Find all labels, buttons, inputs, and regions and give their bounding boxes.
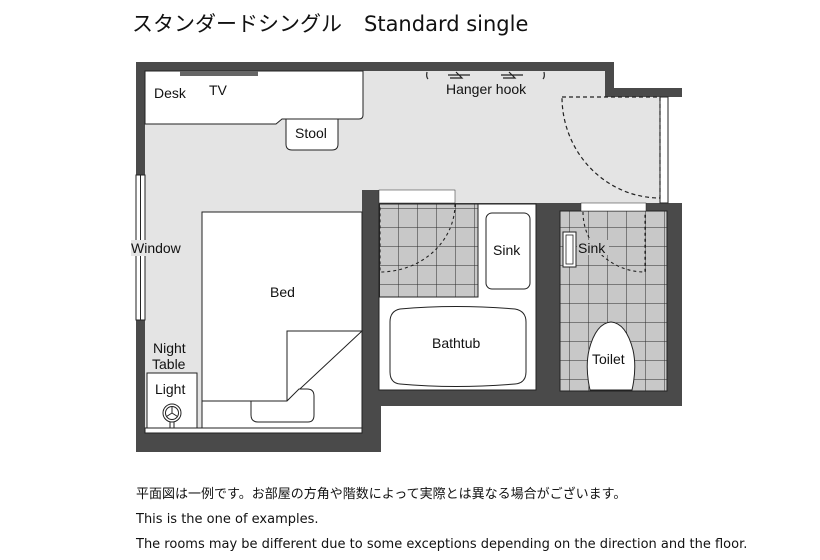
hanger-hook-label: Hanger hook: [446, 81, 527, 97]
bathtub-label: Bathtub: [432, 335, 480, 351]
night-table-label-2: Table: [152, 356, 186, 372]
entrance-door-frame: [659, 96, 669, 204]
toilet-label: Toilet: [592, 351, 625, 367]
hanger-hooks: [426, 71, 545, 80]
light-icon: [162, 403, 182, 428]
disclaimer-notes: 平面図は一例です。お部屋の方角や階数によって実際とは異なる場合がございます。 T…: [136, 482, 747, 557]
bed: [201, 211, 363, 432]
bathroom-tile: [378, 203, 479, 298]
night-table-label-1: Night: [153, 340, 186, 356]
tv: [180, 71, 258, 76]
floor-plan: Hanger hook Desk TV Stool Window Bed Nig…: [131, 62, 682, 452]
desk: [144, 70, 364, 125]
note-english-1: This is the one of examples.: [136, 512, 319, 527]
window-label: Window: [131, 240, 182, 256]
note-english-2: The rooms may be different due to some e…: [136, 537, 748, 552]
bathtub: [389, 306, 527, 387]
toilet-door-swing: [582, 211, 646, 273]
toilet-sink-label: Sink: [578, 240, 606, 256]
toilet-door-opening: [580, 202, 647, 212]
stool: [285, 118, 339, 151]
bathroom-door-swing: [379, 203, 456, 273]
bathroom-door-opening: [378, 189, 456, 204]
light-label: Light: [155, 381, 185, 397]
bed-fold: [286, 330, 364, 403]
toilet: [586, 321, 636, 391]
bed-label: Bed: [270, 284, 295, 300]
title-japanese: スタンダードシングル: [132, 12, 342, 36]
pillow: [250, 388, 315, 423]
note-japanese: 平面図は一例です。お部屋の方角や階数によって実際とは異なる場合がございます。: [136, 487, 627, 502]
stool-label: Stool: [295, 125, 327, 141]
tv-label: TV: [209, 82, 228, 98]
entrance-door-swing: [561, 96, 661, 199]
desk-label: Desk: [154, 85, 187, 101]
title-english: Standard single: [364, 12, 529, 36]
bathroom-sink: [485, 212, 531, 290]
bathroom-sink-label: Sink: [493, 242, 521, 258]
page-title: スタンダードシングル Standard single: [132, 8, 528, 38]
